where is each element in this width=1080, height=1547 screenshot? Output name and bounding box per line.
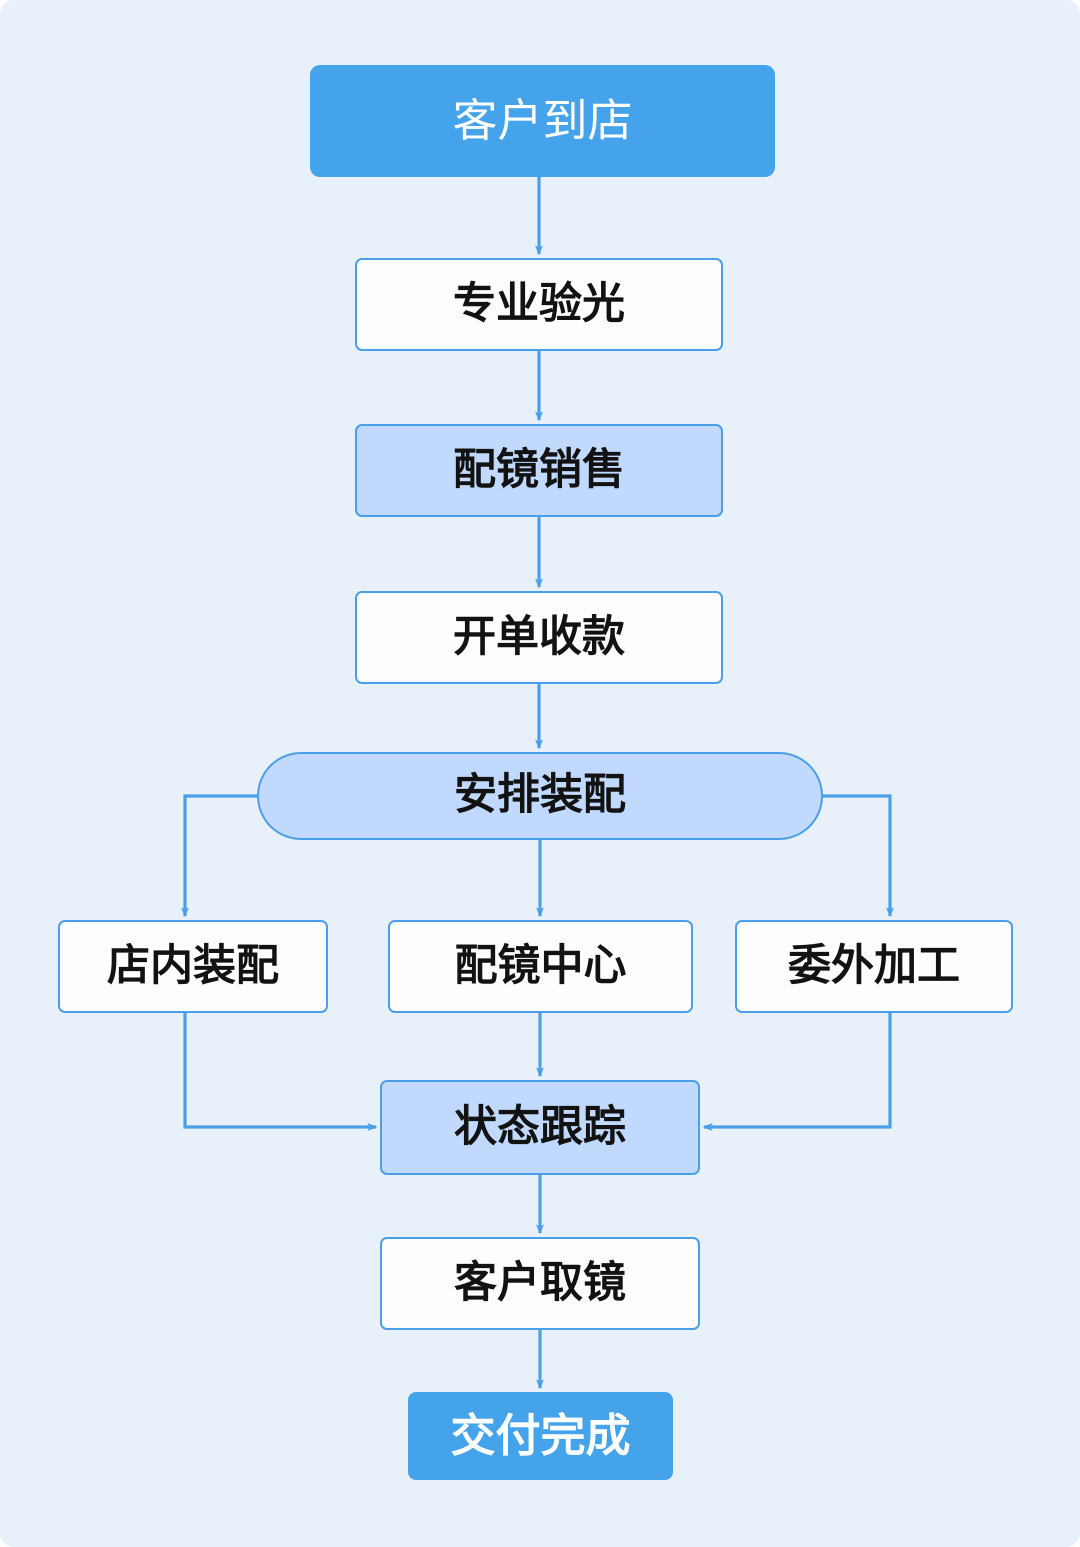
- node-label-arrange-assembly: 安排装配: [454, 771, 626, 820]
- edge-in-store-assembly-to-status-tracking: [183, 1013, 378, 1131]
- node-professional-optometry[interactable]: 专业验光: [355, 258, 723, 351]
- node-glasses-sales[interactable]: 配镜销售: [355, 424, 723, 517]
- edge-outsourced-processing-to-status-tracking: [702, 1013, 892, 1131]
- node-label-in-store-assembly: 店内装配: [107, 941, 279, 990]
- node-customer-arrival[interactable]: 客户到店: [310, 65, 775, 177]
- node-lens-center[interactable]: 配镜中心: [388, 920, 693, 1013]
- edge-arrange-assembly-to-outsourced-processing: [823, 794, 894, 918]
- node-delivery-complete[interactable]: 交付完成: [408, 1392, 673, 1480]
- node-label-delivery-complete: 交付完成: [450, 1410, 631, 1462]
- node-arrange-assembly[interactable]: 安排装配: [257, 752, 823, 840]
- node-label-customer-arrival: 客户到店: [452, 95, 633, 147]
- node-customer-pickup[interactable]: 客户取镜: [380, 1237, 700, 1330]
- edge-arrange-assembly-to-in-store-assembly: [181, 794, 257, 918]
- node-label-status-tracking: 状态跟踪: [454, 1102, 626, 1151]
- node-in-store-assembly[interactable]: 店内装配: [58, 920, 328, 1013]
- node-label-professional-optometry: 专业验光: [453, 279, 625, 328]
- node-label-customer-pickup: 客户取镜: [454, 1258, 626, 1307]
- node-label-outsourced-processing: 委外加工: [788, 941, 960, 990]
- node-outsourced-processing[interactable]: 委外加工: [735, 920, 1013, 1013]
- node-label-glasses-sales: 配镜销售: [453, 445, 625, 494]
- node-label-billing-payment: 开单收款: [453, 612, 625, 661]
- node-label-lens-center: 配镜中心: [454, 941, 627, 990]
- node-status-tracking[interactable]: 状态跟踪: [380, 1080, 700, 1175]
- node-billing-payment[interactable]: 开单收款: [355, 591, 723, 684]
